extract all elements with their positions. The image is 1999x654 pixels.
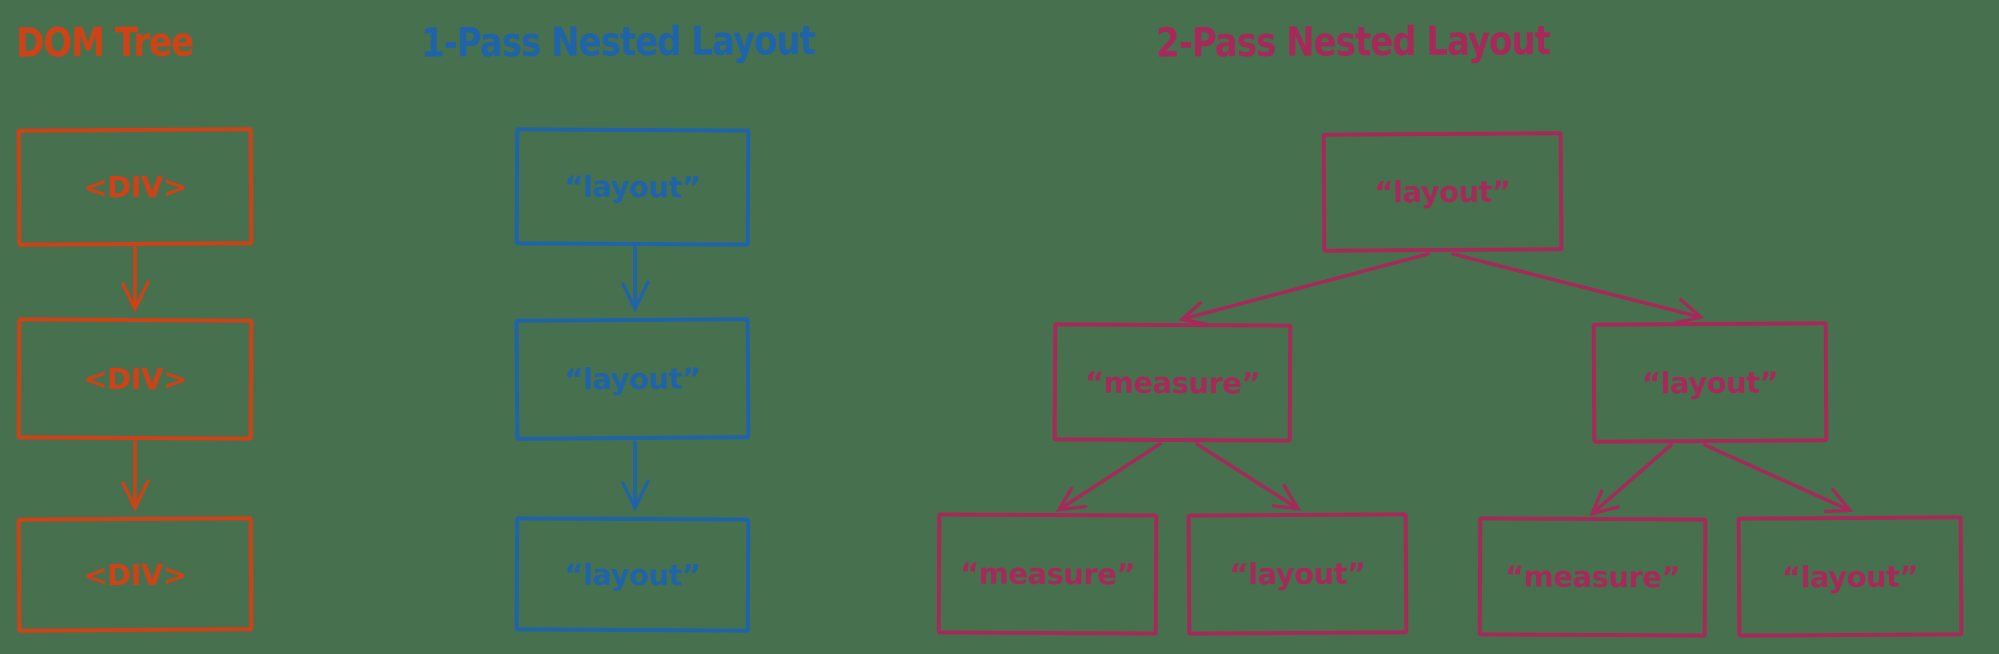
dom-node-3: <DIV>: [16, 516, 254, 633]
dom-node-1: <DIV>: [16, 127, 254, 247]
one-pass-node-2: “layout”: [514, 317, 751, 441]
one-pass-node-3: “layout”: [514, 516, 751, 633]
two-pass-arrow-layout-right: [1703, 443, 1854, 514]
two-pass-child-layout: “layout”: [1591, 321, 1829, 444]
two-pass-leaf-measure-2: “measure”: [1477, 516, 1708, 638]
two-pass-child-measure: “measure”: [1052, 322, 1293, 443]
two-pass-arrow-measure-right: [1195, 442, 1302, 511]
two-pass-arrow-root-left: [1178, 252, 1430, 327]
dom-node-2: <DIV>: [16, 317, 254, 441]
one-pass-node-1: “layout”: [514, 127, 751, 247]
two-pass-arrow-layout-left: [1589, 443, 1673, 517]
two-pass-root: “layout”: [1321, 131, 1564, 253]
two-pass-arrow-root-right: [1451, 252, 1705, 325]
two-pass-arrow-measure-left: [1055, 442, 1162, 512]
two-pass-leaf-layout-2: “layout”: [1736, 515, 1964, 638]
two-pass-leaf-measure-1: “measure”: [936, 512, 1159, 636]
two-pass-leaf-layout-1: “layout”: [1186, 512, 1409, 636]
